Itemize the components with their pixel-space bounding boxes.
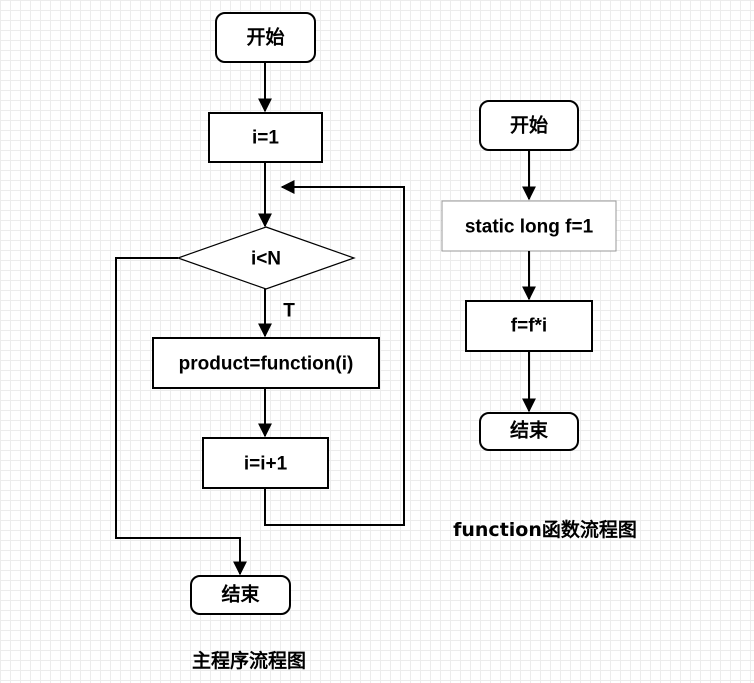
- function-end-node: [479, 412, 579, 451]
- multiply-label: f=f*i: [511, 316, 547, 337]
- main-end-node: [190, 575, 291, 615]
- increment-node: [202, 437, 329, 489]
- function-flow-caption: function函数流程图: [453, 518, 637, 541]
- function-flowchart: 开始 static long f=1 f=f*i 结束 function函数流程…: [441, 100, 637, 541]
- main-start-label: 开始: [246, 26, 284, 49]
- function-start-label: 开始: [510, 114, 548, 137]
- false-exit-connector: [115, 257, 247, 576]
- declare-node: [441, 200, 617, 252]
- init-label: i=1: [252, 128, 279, 149]
- main-end-label: 结束: [221, 583, 260, 606]
- call-label: product=function(i): [179, 354, 354, 375]
- main-flowchart: 开始 i=1 i<N T product=function(i) i=i+1 结…: [115, 12, 405, 672]
- increment-label: i=i+1: [244, 454, 288, 475]
- multiply-node: [465, 300, 593, 352]
- call-node: [152, 337, 380, 389]
- condition-label: i<N: [251, 249, 281, 270]
- init-node: [208, 112, 323, 163]
- true-branch-label: T: [283, 301, 295, 322]
- loop-back-connector: [264, 180, 405, 526]
- main-flow-caption: 主程序流程图: [192, 649, 306, 672]
- function-end-label: 结束: [510, 419, 549, 442]
- declare-label: static long f=1: [465, 217, 594, 238]
